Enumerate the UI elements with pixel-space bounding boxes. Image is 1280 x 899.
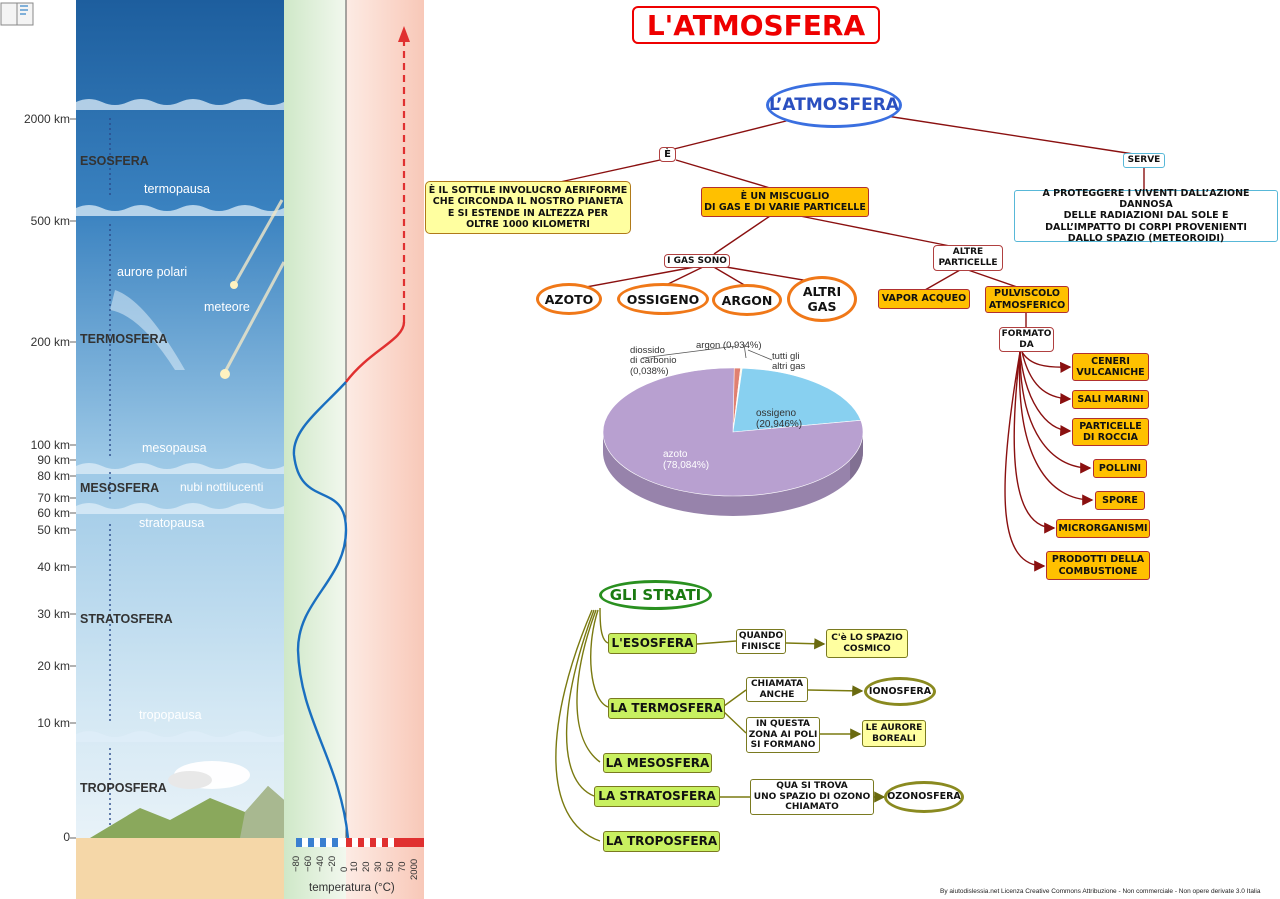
pause-label-mesopausa: mesopausa (142, 441, 207, 455)
book-icon (0, 2, 34, 26)
feature-label-nubi: nubi nottilucenti (180, 480, 264, 494)
component-microrganismi: MICRORGANISMI (1056, 519, 1150, 538)
pause-label-tropopausa: tropopausa (139, 708, 202, 722)
gas-altri: ALTRI GAS (787, 276, 857, 322)
purpose-box: A PROTEGGERE I VIVENTI DALL’AZIONE DANNO… (1014, 188, 1278, 244)
strato-stratosfera: LA STRATOSFERA (594, 786, 720, 807)
strato-esosfera: L'ESOSFERA (608, 633, 697, 654)
km-label: 10 km (37, 716, 70, 730)
km-label: 40 km (37, 560, 70, 574)
gas-ossigeno: OSSIGENO (617, 283, 709, 315)
link-quando-finisce: QUANDO FINISCE (736, 629, 786, 654)
root-atmosfera: L’ATMOSFERA (766, 82, 902, 128)
km-label: 90 km (37, 453, 70, 467)
gas-argon: ARGON (712, 284, 782, 316)
feature-label-aurore: aurore polari (117, 265, 188, 279)
component-spore: SPORE (1095, 491, 1145, 510)
feature-label-meteore: meteore (204, 300, 250, 314)
link-chiamata-anche: CHIAMATA ANCHE (746, 677, 808, 702)
strato-termosfera: LA TERMOSFERA (608, 698, 725, 719)
mixture-box: È UN MISCUGLIO DI GAS E DI VARIE PARTICE… (701, 187, 869, 217)
atmosphere-figure (0, 0, 424, 899)
km-label: 500 km (30, 214, 70, 228)
layer-label-termosfera: TERMOSFERA (80, 332, 168, 346)
layer-label-mesosfera: MESOSFERA (80, 481, 160, 495)
particle-vapor: VAPOR ACQUEO (878, 289, 970, 309)
km-label: 60 km (37, 506, 70, 520)
result-ozonosfera: OZONOSFERA (884, 781, 964, 813)
km-label: 30 km (37, 607, 70, 621)
component-prodotti: PRODOTTI DELLA COMBUSTIONE (1046, 551, 1150, 580)
component-ceneri: CENERI VULCANICHE (1072, 353, 1149, 381)
component-particelle: PARTICELLE DI ROCCIA (1072, 418, 1149, 446)
link-formato-da: FORMATO DA (999, 327, 1054, 352)
pie-side-wall (850, 432, 863, 480)
link-gas-sono: I GAS SONO (664, 254, 730, 268)
strato-troposfera: LA TROPOSFERA (603, 831, 720, 852)
link-altre-particelle: ALTRE PARTICELLE (933, 245, 1003, 271)
km-label: 2000 km (23, 112, 70, 126)
pie-label-co2: diossido di carbonio (0,038%) (630, 345, 677, 377)
km-label: 0 (63, 830, 70, 844)
pie-leader-line (743, 343, 747, 359)
result-spazio-cosmico: C'è LO SPAZIO COSMICO (826, 629, 908, 658)
definition-box: È IL SOTTILE INVOLUCRO AERIFORME CHE CIR… (425, 181, 631, 234)
result-aurore-boreali: LE AURORE BOREALI (862, 720, 926, 747)
layer-label-esosfera: ESOSFERA (80, 154, 149, 168)
result-ionosfera: IONOSFERA (864, 677, 936, 706)
pie-slice-azoto (602, 367, 864, 497)
pause-label-stratopausa: stratopausa (139, 516, 205, 530)
component-pollini: POLLINI (1093, 459, 1147, 478)
km-label: 50 km (37, 523, 70, 537)
pie-leader-line (641, 345, 737, 359)
footer-license: By aiutodislessia.net Licenza Creative C… (940, 888, 1261, 895)
strati-root: GLI STRATI (599, 580, 712, 610)
pie-label-altri: tutti gli altri gas (772, 351, 806, 373)
pie-side-wall (603, 432, 863, 516)
km-label: 80 km (37, 469, 70, 483)
link-in-questa-zona: IN QUESTA ZONA AI POLI SI FORMANO (746, 717, 820, 753)
pie-leader-line (747, 349, 773, 361)
component-sali: SALI MARINI (1072, 390, 1149, 409)
layer-label-stratosfera: STRATOSFERA (80, 612, 173, 626)
km-label: 20 km (37, 659, 70, 673)
km-label: 200 km (30, 335, 70, 349)
layer-label-troposfera: TROPOSFERA (80, 781, 167, 795)
link-e: È (659, 147, 676, 162)
page-title: L'ATMOSFERA (632, 6, 880, 44)
pie-slice-ossigeno (732, 367, 862, 433)
composition-pie-chart (602, 343, 864, 516)
km-label: 100 km (30, 438, 70, 452)
temperature-axis-label: temperatura (°C) (309, 882, 395, 894)
gas-azoto: AZOTO (536, 283, 602, 315)
pie-label-ossigeno: ossigeno (20,946%) (756, 408, 803, 430)
pie-label-argon: argon (0,934%) (696, 340, 762, 351)
link-spazio-ozono: QUA SI TROVA UNO SPAZIO DI OZONO CHIAMAT… (750, 779, 874, 815)
pie-label-azoto: azoto (78,084%) (663, 449, 710, 471)
particle-pulviscolo: PULVISCOLO ATMOSFERICO (985, 286, 1069, 313)
strato-mesosfera: LA MESOSFERA (603, 753, 712, 773)
km-label: 70 km (37, 491, 70, 505)
link-serve: SERVE (1123, 153, 1165, 168)
pause-label-termopausa: termopausa (144, 182, 211, 196)
